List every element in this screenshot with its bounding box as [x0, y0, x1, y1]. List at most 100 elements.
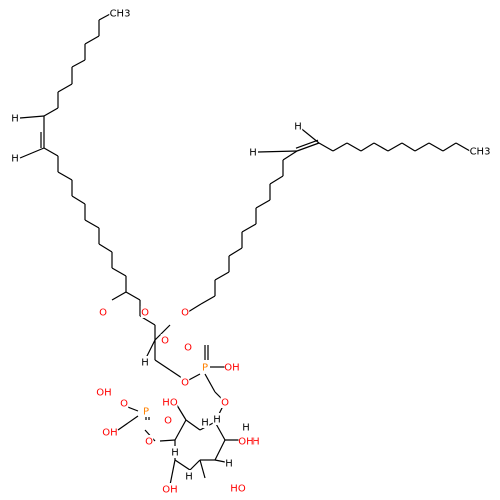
bond-line: [111, 291, 127, 301]
bond-line: [257, 150, 298, 153]
atom-label: H: [185, 472, 193, 483]
atom-label-background: [109, 7, 131, 19]
bond-line: [111, 267, 127, 277]
atom-label-background: [163, 414, 173, 426]
bond-line: [255, 199, 271, 209]
atom-label: HO: [162, 398, 178, 409]
atom-label-background: [183, 341, 193, 353]
bond-line: [159, 439, 176, 442]
atom-label-background: [162, 483, 178, 495]
bond-line: [19, 147, 45, 159]
atom-label-background: [200, 361, 210, 373]
atom-label: H: [242, 423, 250, 434]
bond-line: [282, 150, 298, 161]
atom-label-background: [141, 405, 151, 417]
bond-line: [241, 223, 257, 233]
bond-line: [295, 139, 319, 149]
atom-label-background: [230, 482, 246, 494]
bond-line: [19, 115, 45, 119]
atom-label: H: [11, 114, 19, 125]
atom-label: P: [143, 407, 149, 418]
bond-line: [269, 175, 284, 185]
atom-label-background: [241, 421, 251, 433]
atom-label: O: [145, 437, 153, 448]
atom-label-background: [224, 361, 240, 373]
bond-line: [373, 142, 389, 152]
bond-line: [318, 142, 334, 152]
atom-label: O: [164, 416, 172, 427]
bond-line: [125, 291, 141, 301]
bond-lines: [19, 12, 471, 486]
bond-line: [455, 142, 471, 152]
atom-label-background: [119, 397, 129, 409]
atom-label: O: [141, 308, 149, 319]
atom-label: H: [141, 358, 149, 369]
bond-line: [169, 459, 176, 486]
bond-line: [57, 83, 73, 93]
atom-label: H: [225, 459, 233, 470]
bond-line: [204, 373, 216, 393]
bond-line: [200, 295, 216, 305]
atom-label-background: [212, 413, 222, 425]
bond-line: [71, 195, 86, 205]
bond-line: [401, 142, 416, 152]
bond-line: [43, 107, 59, 117]
atom-label-background: [144, 435, 154, 447]
bond-line: [189, 459, 201, 471]
bond-line: [84, 35, 100, 45]
atom-label: OH: [162, 485, 177, 496]
atom-label-background: [102, 426, 118, 438]
bond-line: [346, 142, 362, 152]
atom-label-background: [238, 435, 254, 447]
atom-label: H: [171, 448, 179, 459]
bond-line: [117, 415, 139, 431]
atom-labels: CH3HHHCH3OOOOHOOPOHOHHOOPOOHHOOHHHOHHHOH…: [10, 7, 491, 496]
atom-label-background: [140, 306, 150, 318]
atom-label-background: [10, 152, 20, 164]
atom-label-background: [180, 306, 190, 318]
bond-line: [332, 142, 348, 152]
bond-line: [174, 459, 191, 471]
atom-label-background: [140, 356, 150, 368]
atom-label: CH3: [470, 147, 491, 158]
atom-label: CH3: [110, 9, 131, 20]
atom-label: H: [213, 415, 221, 426]
atom-label-background: [469, 145, 491, 157]
bond-line: [442, 142, 457, 152]
bond-line: [187, 303, 202, 313]
atom-label: H: [294, 122, 302, 133]
bond-line: [360, 142, 375, 152]
atom-label: H: [201, 418, 209, 429]
bond-line: [84, 219, 100, 229]
atom-label-background: [160, 334, 170, 346]
atom-label-background: [220, 396, 230, 408]
bond-line: [154, 324, 171, 341]
atom-label: P: [202, 363, 208, 374]
atom-label: OH: [238, 437, 253, 448]
atom-label: O: [181, 308, 189, 319]
atom-label-background: [162, 396, 178, 408]
atom-label: OH: [224, 363, 239, 374]
atom-label-background: [170, 446, 180, 458]
bond-line: [228, 247, 243, 257]
atom-label-background: [98, 306, 108, 318]
atom-label: O: [99, 308, 107, 319]
bond-line: [43, 147, 59, 157]
atom-label: O: [181, 378, 189, 389]
bond-line: [199, 459, 206, 479]
bond-line: [185, 419, 201, 431]
atom-label-background: [10, 112, 20, 124]
atom-label: H: [249, 148, 257, 159]
atom-label-background: [184, 470, 194, 482]
atom-label-background: [293, 120, 303, 132]
atom-label: O: [120, 399, 128, 410]
atom-label-background: [96, 386, 112, 398]
atom-label: OH: [96, 388, 111, 399]
bond-line: [214, 271, 230, 281]
bond-line: [387, 142, 403, 152]
atom-label-background: [224, 457, 234, 469]
atom-label-background: [200, 416, 210, 428]
bond-line: [214, 439, 226, 461]
atom-label: O: [184, 343, 192, 354]
